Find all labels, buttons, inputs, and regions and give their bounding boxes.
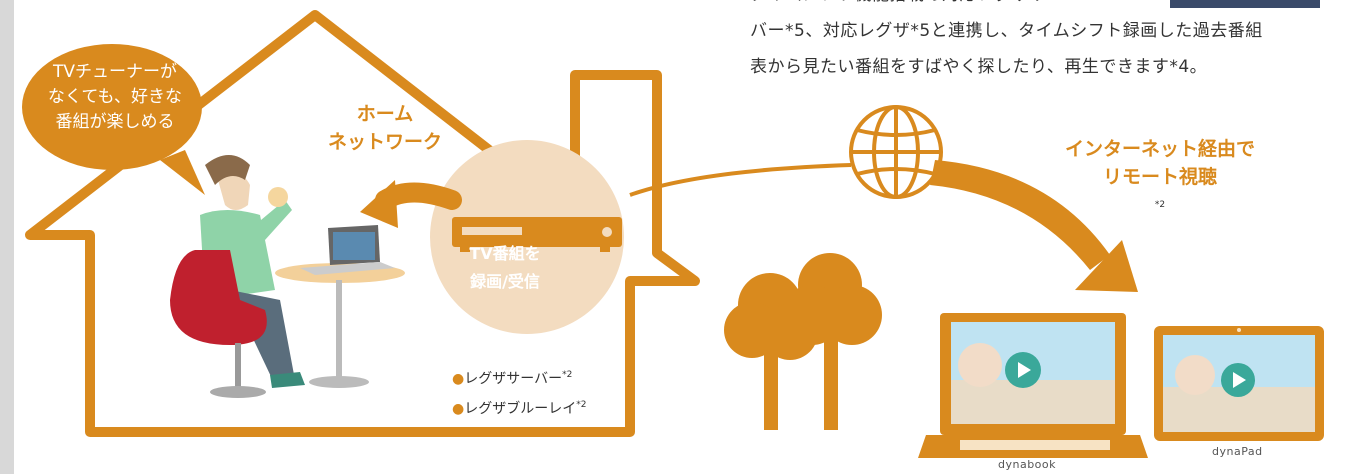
- speech-bubble: [22, 44, 205, 195]
- internet-arrow-body: [930, 160, 1110, 270]
- device-note: *2: [562, 370, 573, 380]
- internet-arrow-head: [1075, 240, 1138, 292]
- home-network-line-1: ホーム: [356, 103, 414, 125]
- globe-icon: [849, 105, 943, 199]
- home-network-label: ホーム ネットワーク: [310, 100, 460, 156]
- device-label: レグザブルーレイ: [464, 401, 577, 417]
- speech-bubble-text: TVチューナーが なくても、好きな 番組が楽しめる: [30, 60, 200, 135]
- description-line-1: タイムシフト機能搭載の対応レグザサー: [750, 0, 1065, 11]
- chair-illustration: [170, 250, 267, 398]
- recorder-line-2: 録画/受信: [470, 272, 540, 291]
- internet-note: *2: [1154, 200, 1166, 210]
- home-network-line-2: ネットワーク: [327, 131, 442, 153]
- internet-line-1: インターネット経由で: [1064, 138, 1255, 160]
- bubble-line-2: なくても、好きな: [47, 87, 183, 107]
- tv-image-edge: [1170, 0, 1320, 8]
- bullet-icon: ●: [452, 371, 465, 387]
- device-list: ●レグザサーバー*2 ●レグザブルーレイ*2: [452, 362, 586, 422]
- bullet-icon: ●: [452, 401, 465, 417]
- recorder-line-1: TV番組を: [469, 244, 541, 263]
- laptop-label: dynabook: [998, 458, 1057, 471]
- trees-illustration: [724, 253, 882, 430]
- home-arrow-head: [360, 180, 398, 228]
- recorder-label: TV番組を 録画/受信: [430, 240, 580, 296]
- laptop-device: [918, 313, 1148, 458]
- table-illustration: [275, 225, 405, 388]
- internet-line-2-text: リモート視聴: [1102, 166, 1217, 188]
- device-item-regza-server: ●レグザサーバー*2: [452, 362, 586, 392]
- tablet-label: dynaPad: [1212, 445, 1263, 458]
- internet-line-2: リモート視聴 *2: [1010, 163, 1310, 221]
- internet-label: インターネット経由で リモート視聴 *2: [1010, 135, 1310, 221]
- bubble-line-3: 番組が楽しめる: [55, 112, 175, 132]
- device-note: *2: [576, 400, 587, 410]
- device-label: レグザサーバー: [464, 371, 563, 387]
- description-line-2: バー*5、対応レグザ*5と連携し、タイムシフト録画した過去番組: [750, 21, 1263, 41]
- bubble-line-1: TVチューナーが: [52, 62, 177, 82]
- tablet-device: [1154, 326, 1324, 441]
- recorder-icon: [452, 217, 622, 252]
- house-outline: [25, 10, 700, 437]
- internet-arrow: [629, 163, 852, 197]
- left-edge-bar: [0, 0, 14, 474]
- description-line-3: 表から見たい番組をすばやく探したり、再生できます*4。: [750, 57, 1208, 77]
- device-item-regza-bluray: ●レグザブルーレイ*2: [452, 392, 586, 422]
